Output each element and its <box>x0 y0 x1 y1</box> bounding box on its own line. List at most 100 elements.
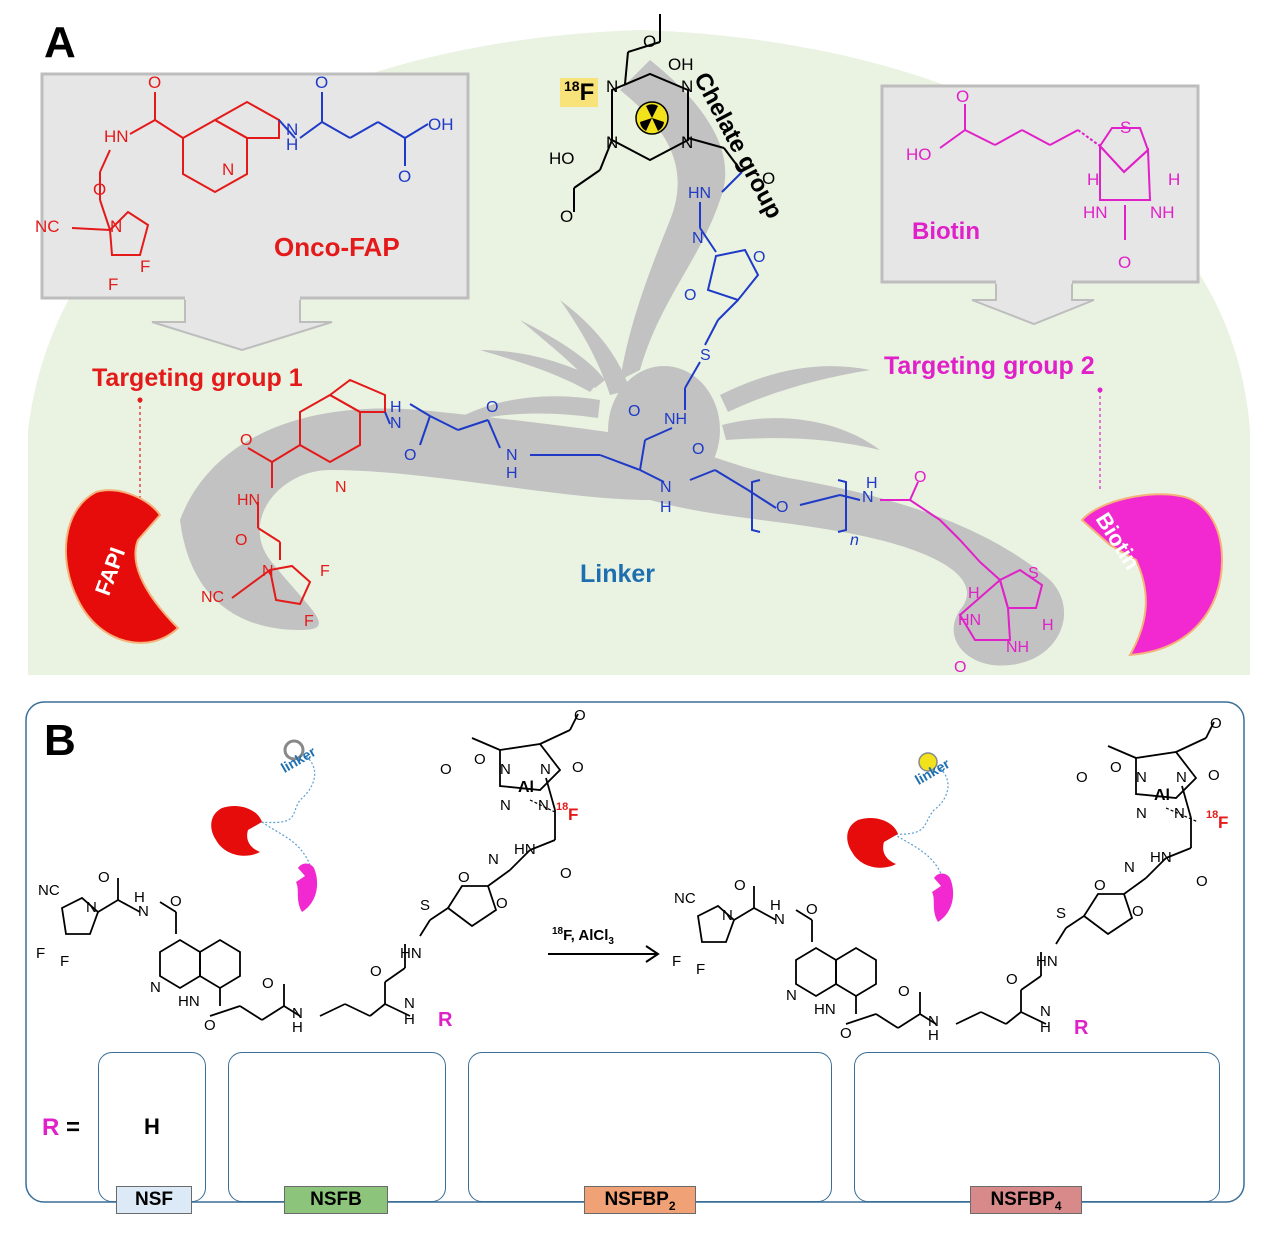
tag-nsfbp2: NSFBP2 <box>584 1186 696 1214</box>
fap-pacman-left <box>211 805 262 856</box>
svg-text:HN: HN <box>1083 203 1108 222</box>
svg-text:HO: HO <box>549 149 575 168</box>
svg-text:H: H <box>1087 170 1099 189</box>
r-equals-sign: = <box>59 1114 81 1141</box>
product-f18: 18 F <box>1206 809 1228 832</box>
svg-text:NH: NH <box>1150 203 1175 222</box>
reactant-r: R <box>438 1009 453 1031</box>
onco-fap-label: Onco-FAP <box>274 232 400 262</box>
svg-text:H: H <box>866 475 878 492</box>
svg-text:F: F <box>108 275 118 294</box>
svg-text:O: O <box>98 869 110 886</box>
svg-text:N: N <box>292 1005 303 1022</box>
panel-a-graphics: O HN O N NC F F N H N O O OH O HO S <box>28 14 1250 676</box>
svg-text:O: O <box>486 399 498 416</box>
svg-text:S: S <box>1120 118 1131 137</box>
product-r: R <box>1074 1017 1089 1039</box>
svg-text:F: F <box>568 805 578 824</box>
scorpion-silhouette <box>180 60 1065 666</box>
svg-text:N: N <box>506 447 518 464</box>
product-structure <box>697 721 1215 1029</box>
svg-text:N: N <box>150 979 161 996</box>
h-label: H <box>144 1114 160 1139</box>
svg-text:O: O <box>1196 873 1208 890</box>
biotin-box-structure <box>939 104 1152 240</box>
targeting-group-2-label: Targeting group 2 <box>884 352 1095 380</box>
svg-text:H: H <box>292 1019 303 1036</box>
svg-text:HN: HN <box>958 612 981 629</box>
svg-text:HN: HN <box>237 492 260 509</box>
svg-text:HN: HN <box>400 945 422 962</box>
svg-text:O: O <box>643 32 656 51</box>
tail-biotin-atoms: O S H H HN NH O <box>914 469 1054 676</box>
svg-text:F: F <box>320 563 330 580</box>
svg-text:O: O <box>692 441 704 458</box>
tail-fap-structure <box>231 378 386 606</box>
svg-text:O: O <box>1110 759 1122 776</box>
svg-text:N: N <box>404 995 415 1012</box>
svg-text:NH: NH <box>664 411 687 428</box>
svg-text:O: O <box>574 707 586 724</box>
svg-text:O: O <box>572 759 584 776</box>
svg-text:O: O <box>806 901 818 918</box>
reactant-structure <box>61 713 579 1021</box>
svg-text:O: O <box>1132 903 1144 920</box>
svg-text:HN: HN <box>814 1001 836 1018</box>
targeting-group-1-label: Targeting group 1 <box>92 364 303 392</box>
svg-text:N: N <box>862 489 874 506</box>
svg-text:N: N <box>86 899 97 916</box>
svg-text:OH: OH <box>428 115 454 134</box>
svg-text:O: O <box>170 893 182 910</box>
svg-text:O: O <box>776 499 788 516</box>
svg-text:O: O <box>954 659 966 676</box>
svg-text:F: F <box>60 953 69 970</box>
svg-text:N: N <box>1124 859 1135 876</box>
svg-text:O: O <box>898 983 910 1000</box>
tail-fap-atoms: O HN O N NC F F N <box>201 432 347 630</box>
al-f-bond-right <box>1165 807 1199 823</box>
svg-text:O: O <box>684 287 696 304</box>
svg-text:O: O <box>370 963 382 980</box>
svg-text:F: F <box>696 961 705 978</box>
r-option-box-h <box>98 1052 206 1202</box>
linker-label: Linker <box>580 560 656 588</box>
svg-text:18: 18 <box>1206 809 1218 821</box>
svg-text:O: O <box>440 761 452 778</box>
svg-text:O: O <box>840 1025 852 1042</box>
svg-text:N: N <box>928 1013 939 1030</box>
svg-text:H: H <box>1042 617 1054 634</box>
reactant-al: Al <box>518 779 534 796</box>
svg-text:HN: HN <box>514 841 536 858</box>
fap-pacman-right <box>847 817 898 868</box>
svg-text:O: O <box>734 877 746 894</box>
svg-text:O: O <box>628 403 640 420</box>
svg-text:O: O <box>914 469 926 486</box>
svg-text:HN: HN <box>104 127 129 146</box>
svg-text:O: O <box>262 975 274 992</box>
svg-text:H: H <box>1040 1019 1051 1036</box>
svg-text:N: N <box>262 563 274 580</box>
panel-a-letter: A <box>44 18 76 67</box>
svg-text:HO: HO <box>906 145 932 164</box>
svg-text:F: F <box>304 613 314 630</box>
svg-text:N: N <box>138 903 149 920</box>
svg-text:O: O <box>404 447 416 464</box>
svg-text:O: O <box>560 865 572 882</box>
biotin-receptor-shape <box>1080 493 1224 657</box>
product-al: Al <box>1154 787 1170 804</box>
svg-text:O: O <box>956 87 969 106</box>
svg-text:F: F <box>36 945 45 962</box>
svg-text:HN: HN <box>1150 849 1172 866</box>
svg-text:S: S <box>420 897 430 914</box>
svg-text:OH: OH <box>668 55 694 74</box>
svg-text:H: H <box>660 499 672 516</box>
svg-text:N: N <box>681 77 693 96</box>
svg-text:O: O <box>240 432 252 449</box>
svg-text:H: H <box>928 1027 939 1044</box>
svg-text:18: 18 <box>556 801 568 813</box>
svg-text:N: N <box>722 907 733 924</box>
r-option-box-biotin <box>228 1052 446 1202</box>
svg-text:O: O <box>148 73 161 92</box>
onco-fap-callout <box>40 72 470 352</box>
onco-fap-atoms: O HN O N NC F F N H N O O OH <box>35 73 454 294</box>
